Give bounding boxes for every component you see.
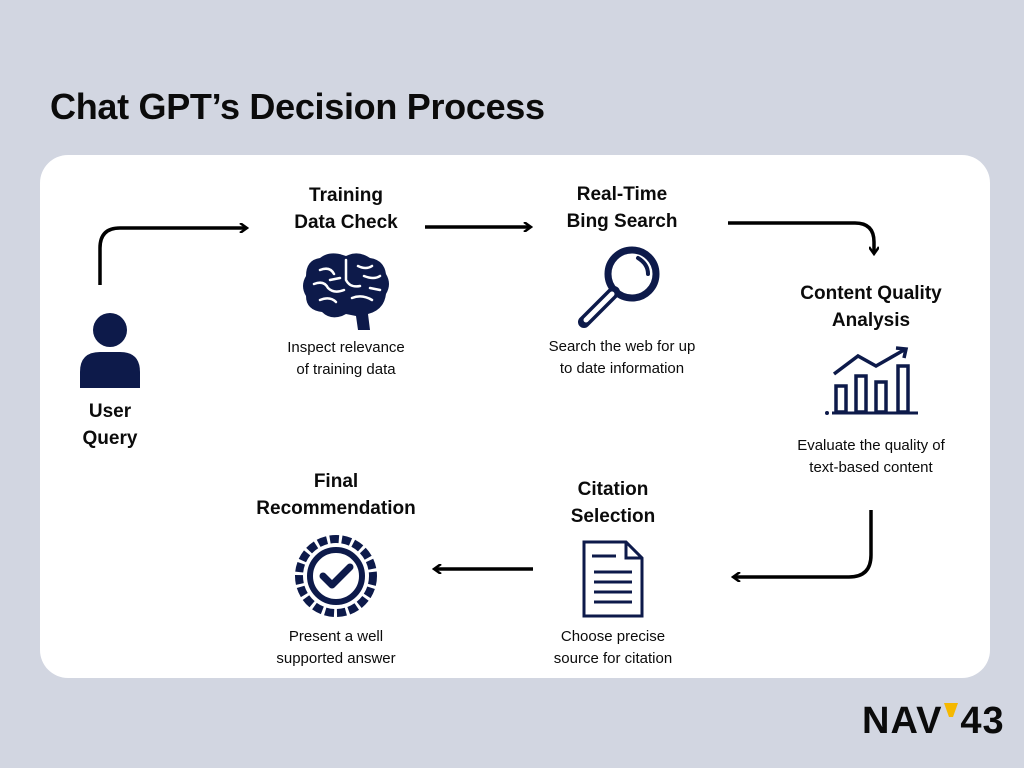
node-content-quality-analysis: Content Quality Analysis	[761, 280, 981, 334]
desc-line: Choose precise	[560, 628, 666, 645]
magnifier-icon	[578, 246, 660, 328]
node-title: Real-Time	[576, 184, 668, 205]
node-desc: Choose precise source for citation	[503, 626, 723, 670]
node-title: Query	[82, 428, 138, 449]
arrow-bing-to-content	[728, 221, 874, 253]
node-user-query: User Query	[0, 398, 220, 452]
node-title: Data Check	[294, 212, 398, 233]
arrow-content-to-citation	[734, 510, 873, 577]
desc-line: Search the web for up	[548, 338, 696, 355]
node-title: Training	[309, 185, 383, 206]
desc-line: source for citation	[553, 650, 673, 667]
node-title: Recommendation	[256, 498, 416, 519]
node-title: Analysis	[831, 310, 911, 331]
node-desc: Present a well supported answer	[226, 626, 446, 670]
nav43-logo: NAV 43	[862, 700, 1005, 743]
arrow-user-to-training	[98, 228, 246, 285]
user-icon	[80, 313, 140, 388]
node-training-data-check: Training Data Check	[236, 182, 456, 236]
node-title: Final	[313, 471, 359, 492]
logo-text-left: NAV	[862, 700, 943, 742]
node-title: Content Quality	[800, 283, 942, 304]
node-title: Citation	[577, 479, 649, 500]
node-desc: Evaluate the quality of text-based conte…	[761, 435, 981, 479]
desc-line: to date information	[559, 360, 685, 377]
growth-chart-icon	[825, 346, 918, 415]
logo-text-right: 43	[960, 700, 1005, 742]
node-title: User	[88, 401, 132, 422]
diagram-card	[40, 155, 990, 678]
desc-line: Present a well	[288, 628, 384, 645]
brain-icon	[303, 253, 389, 330]
document-icon	[582, 540, 644, 618]
desc-line: Evaluate the quality of	[797, 437, 945, 454]
desc-line: text-based content	[809, 459, 933, 476]
node-title: Selection	[570, 506, 656, 527]
desc-line: of training data	[296, 361, 396, 378]
badge-check-icon	[295, 535, 377, 617]
node-desc: Inspect relevance of training data	[236, 337, 456, 381]
desc-line: Inspect relevance	[287, 339, 405, 356]
node-citation-selection: Citation Selection	[503, 476, 723, 530]
node-title: Bing Search	[566, 211, 678, 232]
node-final-recommendation: Final Recommendation	[226, 468, 446, 522]
page-title: Chat GPT’s Decision Process	[50, 86, 545, 127]
desc-line: supported answer	[276, 650, 396, 667]
node-real-time-bing-search: Real-Time Bing Search	[512, 181, 732, 235]
node-desc: Search the web for up to date informatio…	[512, 336, 732, 380]
